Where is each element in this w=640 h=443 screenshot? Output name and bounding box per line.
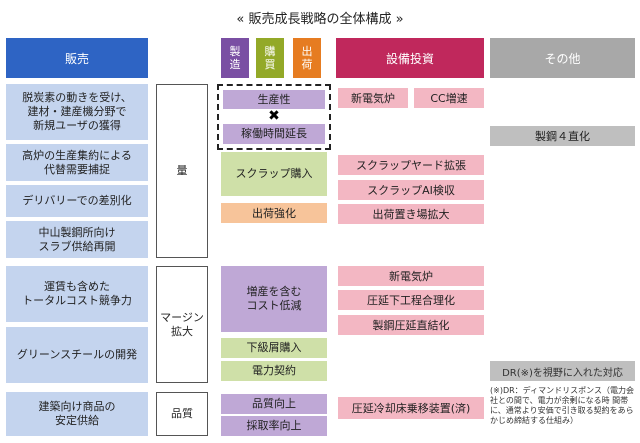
sales-item-total-cost: 運賃も含めた トータルコスト競争力 (6, 266, 148, 322)
sales-item-delivery: デリバリーでの差別化 (6, 185, 148, 217)
capex-scrap-yard: スクラップヤード拡張 (338, 155, 484, 175)
ops-shipping-boost: 出荷強化 (221, 203, 327, 223)
sales-item-building-products: 建築向け商品の 安定供給 (6, 392, 148, 436)
capex-new-eaf-2: 新電気炉 (338, 266, 484, 286)
ops-yield-improve: 採取率向上 (221, 416, 327, 436)
productivity-uptime-group (217, 84, 331, 150)
header-other: その他 (490, 38, 635, 78)
dr-footnote: (※)DR：ディマンドリスポンス（電力会社との間で、電力が余剰になる時 間帯に、… (490, 386, 634, 425)
capex-direct-rolling: 製鋼圧延直結化 (338, 315, 484, 335)
capex-cc-speedup: CC増速 (414, 88, 484, 108)
cross-icon: ✖ (268, 108, 280, 124)
category-volume: 量 (156, 84, 208, 258)
header-capex: 設備投資 (336, 38, 484, 78)
ops-scrap-purchase: スクラップ購入 (221, 152, 327, 196)
header-production: 製 造 (221, 38, 249, 78)
header-shipping: 出 荷 (293, 38, 321, 78)
sales-item-new-users: 脱炭素の動きを受け、 建材・建産機分野で 新規ユーザの獲得 (6, 84, 148, 140)
ops-quality-improve: 品質向上 (221, 394, 327, 414)
ops-cost-reduction: 増産を含む コスト低減 (221, 266, 327, 332)
category-quality: 品質 (156, 392, 208, 436)
category-margin: マージン 拡大 (156, 266, 208, 383)
sales-item-slab-supply: 中山製鋼所向け スラブ供給再開 (6, 221, 148, 258)
capex-shipping-yard: 出荷置き場拡大 (338, 204, 484, 224)
ops-low-grade-scrap: 下級屑購入 (221, 338, 327, 358)
ops-uptime: 稼働時間延長 (223, 124, 325, 144)
capex-rolling-rationalization: 圧延下工程合理化 (338, 290, 484, 310)
sales-item-green-steel: グリーンスチールの開発 (6, 327, 148, 383)
page-title: « 販売成長戦略の全体構成 » (236, 11, 404, 27)
capex-new-eaf: 新電気炉 (338, 88, 408, 108)
other-dr: DR(※)を視野に入れた対応 (490, 361, 635, 381)
capex-scrap-ai: スクラップAI検収 (338, 180, 484, 200)
ops-power-contract: 電力契約 (221, 361, 327, 381)
capex-cooling-bed: 圧延冷却床乗移装置(済) (338, 397, 484, 419)
ops-productivity: 生産性 (223, 90, 325, 109)
header-purchasing: 購 買 (256, 38, 284, 78)
sales-item-replacement-demand: 高炉の生産集約による 代替需要捕捉 (6, 144, 148, 181)
header-sales: 販売 (6, 38, 148, 78)
other-direct4: 製鋼４直化 (490, 126, 635, 146)
